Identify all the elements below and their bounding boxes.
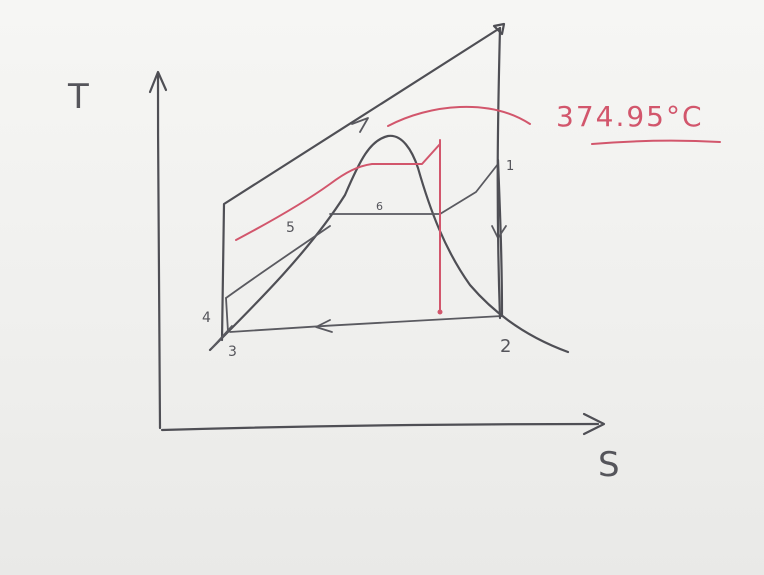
y-axis-arrow-icon xyxy=(148,70,168,94)
rankine-cycle xyxy=(211,22,507,349)
condenser-arrow-icon xyxy=(315,319,333,333)
heating-arrow-icon xyxy=(351,117,369,133)
x-axis xyxy=(160,422,600,432)
state-label-2: 2 xyxy=(500,336,511,357)
saturation-dome xyxy=(208,134,570,354)
x-axis-arrow-icon xyxy=(582,412,606,436)
supercritical-envelope xyxy=(220,26,502,342)
critical-arc xyxy=(387,105,531,127)
state-label-1: 1 xyxy=(506,159,514,174)
supercritical-expansion xyxy=(496,26,502,320)
liquid-heating-line xyxy=(225,225,331,299)
critical-annotation: 374.95°C xyxy=(235,100,721,315)
critical-temperature-label: 374.95°C xyxy=(556,100,704,133)
y-axis xyxy=(156,74,162,430)
y-axis-label: T xyxy=(67,77,89,117)
critical-isotherm xyxy=(235,143,441,241)
critical-underline xyxy=(591,139,721,145)
state-label-5: 5 xyxy=(286,220,295,236)
axes xyxy=(148,70,606,436)
saturation-curve xyxy=(208,134,570,354)
condenser-line xyxy=(229,315,503,333)
state-label-4: 4 xyxy=(202,310,211,326)
x-axis-label: S xyxy=(598,445,620,485)
state-label-3: 3 xyxy=(228,344,237,360)
corner-extension xyxy=(211,325,233,349)
critical-point-dot xyxy=(437,309,443,315)
peak-marker-icon xyxy=(492,22,506,36)
superheat-line xyxy=(439,163,499,231)
state-label-6: 6 xyxy=(376,200,383,213)
pump-line xyxy=(225,297,229,333)
